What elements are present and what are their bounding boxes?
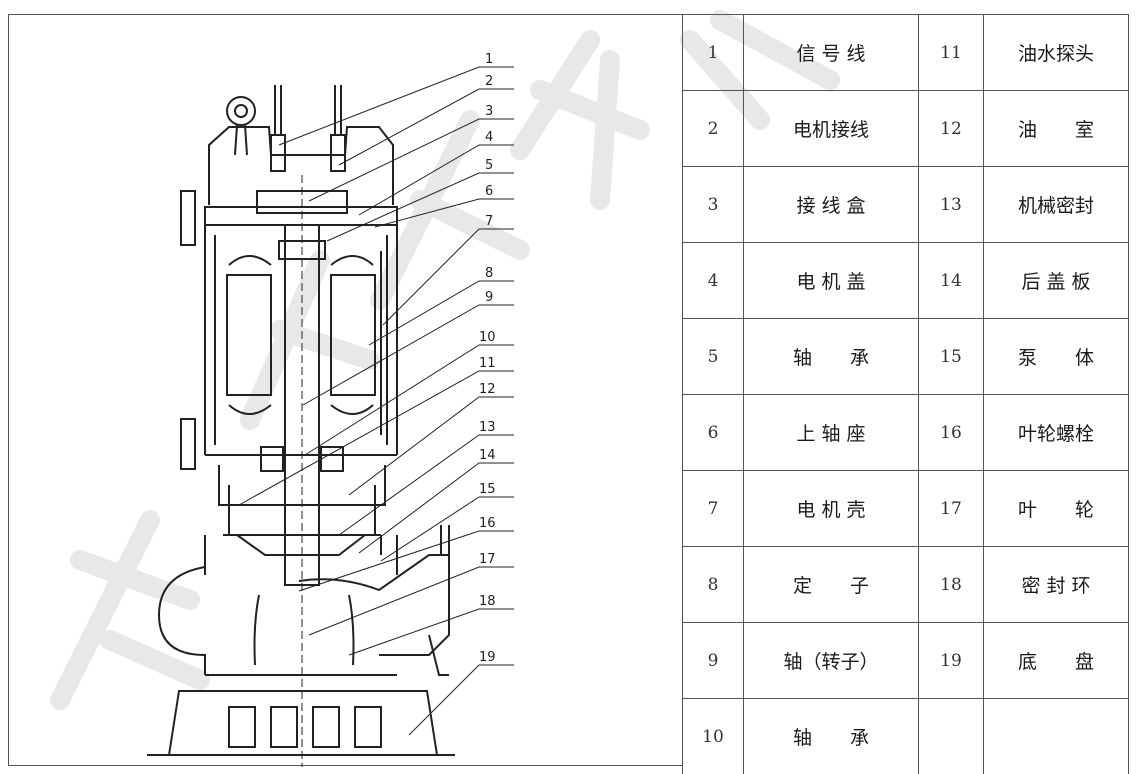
part-name: 油水探头 <box>984 15 1129 91</box>
part-number: 15 <box>919 319 984 395</box>
part-number: 10 <box>683 699 744 774</box>
callout-12: 12 <box>479 382 496 397</box>
table-row: 2 电机接线 12 油 室 <box>683 91 1129 167</box>
callout-18: 18 <box>479 594 496 609</box>
callout-13: 13 <box>479 420 496 435</box>
part-number: 19 <box>919 623 984 699</box>
part-number: 2 <box>683 91 744 167</box>
part-name <box>984 699 1129 774</box>
part-number: 3 <box>683 167 744 243</box>
callout-14: 14 <box>479 448 496 463</box>
part-name: 上 轴 座 <box>744 395 919 471</box>
part-name: 定 子 <box>744 547 919 623</box>
part-number: 14 <box>919 243 984 319</box>
table-row: 10 轴 承 <box>683 699 1129 774</box>
part-number <box>919 699 984 774</box>
callout-9: 9 <box>485 290 493 305</box>
part-name: 后 盖 板 <box>984 243 1129 319</box>
part-name: 接 线 盒 <box>744 167 919 243</box>
table-row: 7 电 机 壳 17 叶 轮 <box>683 471 1129 547</box>
callout-7: 7 <box>485 214 493 229</box>
part-number: 18 <box>919 547 984 623</box>
callout-11: 11 <box>479 356 496 371</box>
part-name: 叶轮螺栓 <box>984 395 1129 471</box>
part-number: 6 <box>683 395 744 471</box>
part-number: 13 <box>919 167 984 243</box>
table-row: 4 电 机 盖 14 后 盖 板 <box>683 243 1129 319</box>
callout-8: 8 <box>485 266 493 281</box>
part-name: 机械密封 <box>984 167 1129 243</box>
part-number: 7 <box>683 471 744 547</box>
callout-3: 3 <box>485 104 493 119</box>
callout-4: 4 <box>485 130 493 145</box>
table-row: 9 轴（转子） 19 底 盘 <box>683 623 1129 699</box>
callout-10: 10 <box>479 330 496 345</box>
parts-legend-table: 1 信 号 线 11 油水探头 2 电机接线 12 油 室 3 接 线 盒 13… <box>682 14 1129 774</box>
part-number: 17 <box>919 471 984 547</box>
pump-cross-section: 1 2 3 4 5 6 7 8 9 10 11 12 13 14 15 16 1… <box>9 15 683 767</box>
callout-5: 5 <box>485 158 493 173</box>
part-name: 轴 承 <box>744 699 919 774</box>
part-name: 泵 体 <box>984 319 1129 395</box>
part-number: 12 <box>919 91 984 167</box>
table-row: 1 信 号 线 11 油水探头 <box>683 15 1129 91</box>
part-name: 信 号 线 <box>744 15 919 91</box>
part-name: 底 盘 <box>984 623 1129 699</box>
part-name: 密 封 环 <box>984 547 1129 623</box>
part-name: 电 机 壳 <box>744 471 919 547</box>
callout-6: 6 <box>485 184 493 199</box>
part-number: 9 <box>683 623 744 699</box>
part-number: 8 <box>683 547 744 623</box>
table-row: 5 轴 承 15 泵 体 <box>683 319 1129 395</box>
part-name: 电机接线 <box>744 91 919 167</box>
part-name: 叶 轮 <box>984 471 1129 547</box>
part-number: 5 <box>683 319 744 395</box>
part-name: 轴 承 <box>744 319 919 395</box>
callout-16: 16 <box>479 516 496 531</box>
callout-15: 15 <box>479 482 496 497</box>
part-number: 1 <box>683 15 744 91</box>
callout-2: 2 <box>485 74 493 89</box>
part-number: 16 <box>919 395 984 471</box>
callout-19: 19 <box>479 650 496 665</box>
part-name: 油 室 <box>984 91 1129 167</box>
table-row: 8 定 子 18 密 封 环 <box>683 547 1129 623</box>
table-row: 3 接 线 盒 13 机械密封 <box>683 167 1129 243</box>
callout-1: 1 <box>485 52 493 67</box>
pump-diagram-panel: 1 2 3 4 5 6 7 8 9 10 11 12 13 14 15 16 1… <box>8 14 682 766</box>
part-name: 电 机 盖 <box>744 243 919 319</box>
table-row: 6 上 轴 座 16 叶轮螺栓 <box>683 395 1129 471</box>
part-number: 11 <box>919 15 984 91</box>
part-name: 轴（转子） <box>744 623 919 699</box>
part-number: 4 <box>683 243 744 319</box>
callout-17: 17 <box>479 552 496 567</box>
